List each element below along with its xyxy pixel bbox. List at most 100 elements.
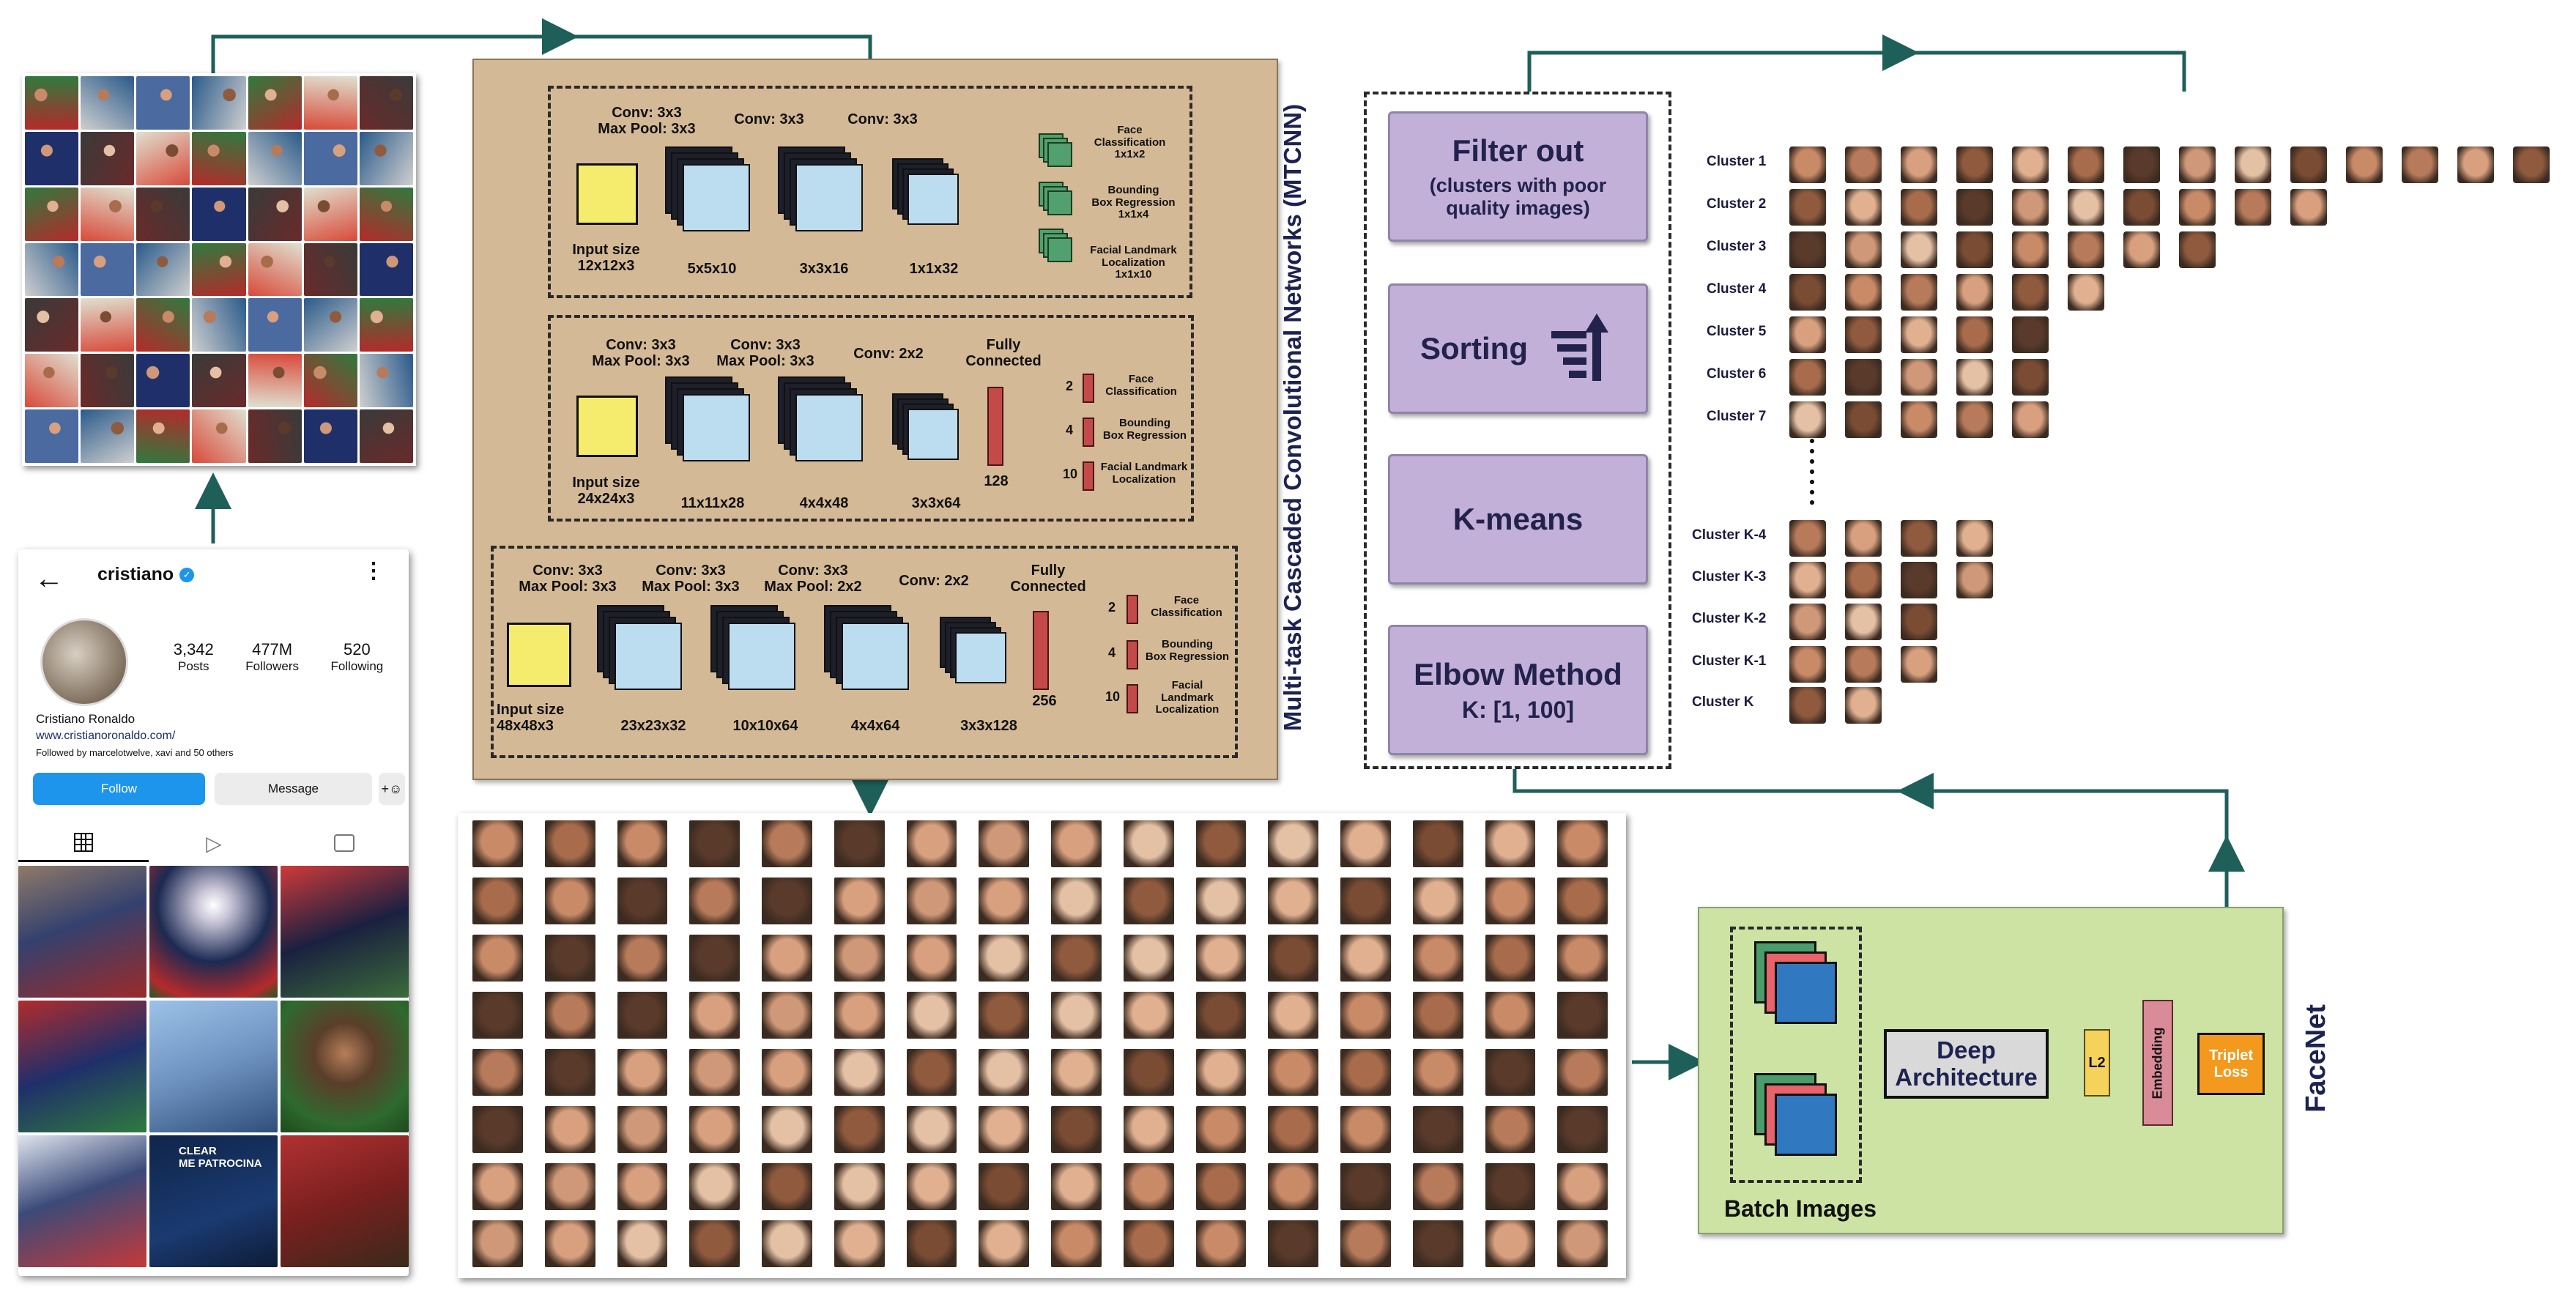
face-crop xyxy=(1051,878,1102,924)
collage-photo xyxy=(81,409,135,463)
cluster-face xyxy=(2068,231,2104,268)
onet-dim-1: 23x23x32 xyxy=(620,718,686,734)
rnet-out-num-1: 2 xyxy=(1065,379,1073,393)
collage-frame xyxy=(22,73,416,466)
tab-grid[interactable] xyxy=(18,824,149,862)
face-crop xyxy=(979,878,1029,924)
pnet-input xyxy=(576,163,638,225)
cluster-face xyxy=(2068,146,2104,183)
rnet-out-label-1: Face Classification xyxy=(1105,373,1177,398)
follow-button[interactable]: Follow xyxy=(33,773,205,805)
step-elbow-method: Elbow Method K: [1, 100] xyxy=(1388,625,1648,755)
collage-photo xyxy=(81,187,135,241)
face-crop xyxy=(762,935,812,982)
onet-top-label-5: Fully Connected xyxy=(1010,563,1086,595)
cluster-face xyxy=(1901,562,1937,598)
cluster-face xyxy=(1901,146,1937,183)
rnet-out-label-3: Facial Landmark Localization xyxy=(1100,461,1188,486)
grid-icon xyxy=(74,832,93,852)
face-crop xyxy=(472,992,523,1039)
tab-reels[interactable]: ▷ xyxy=(206,831,222,855)
clustering-steps-container xyxy=(1364,92,1671,769)
cluster-face xyxy=(1789,274,1826,311)
face-crop xyxy=(1051,1163,1102,1210)
face-crop xyxy=(617,935,668,982)
cluster-face xyxy=(1845,562,1882,598)
face-crop xyxy=(1268,1106,1318,1153)
collage-photo xyxy=(359,354,413,408)
face-crop xyxy=(834,992,885,1039)
collage-photo xyxy=(248,298,302,352)
rnet-top-label-3: Conv: 2x2 xyxy=(853,346,924,362)
face-crop xyxy=(617,1049,668,1096)
face-crop xyxy=(1557,1163,1608,1210)
collage-photo xyxy=(248,409,302,463)
face-crop xyxy=(1485,820,1536,867)
face-crop xyxy=(906,1220,957,1267)
collage-photo xyxy=(81,298,135,352)
face-crop xyxy=(1195,878,1247,924)
message-button[interactable]: Message xyxy=(215,773,372,805)
face-crop xyxy=(1557,935,1608,982)
cluster-face xyxy=(1789,646,1826,683)
face-crop xyxy=(906,820,957,867)
post-thumbnail[interactable] xyxy=(149,866,278,998)
cluster-face xyxy=(2179,146,2216,183)
face-crop xyxy=(1340,935,1391,982)
face-crop xyxy=(472,935,523,982)
cluster-face xyxy=(1845,401,1882,438)
cluster-face xyxy=(2235,189,2271,226)
face-crop xyxy=(834,1220,885,1267)
cluster-face xyxy=(1789,231,1826,268)
add-user-icon[interactable]: +☺ xyxy=(379,773,405,805)
face-crop xyxy=(1557,1106,1608,1153)
post-thumbnail[interactable]: CLEAR ME PATROCINA xyxy=(149,1135,278,1267)
face-crop xyxy=(617,1163,668,1210)
cluster-face xyxy=(1901,274,1937,311)
post-thumbnail[interactable] xyxy=(281,866,409,998)
face-crop xyxy=(617,820,668,867)
face-crop xyxy=(1051,1220,1102,1267)
collage-photo xyxy=(81,76,135,130)
face-crop xyxy=(689,992,740,1039)
face-crop xyxy=(1123,935,1174,982)
post-thumbnail[interactable] xyxy=(281,1001,409,1132)
face-crop xyxy=(762,878,812,924)
post-thumbnail[interactable] xyxy=(18,1001,146,1132)
collage-photo xyxy=(136,354,190,408)
more-options-icon[interactable]: ⋮ xyxy=(363,559,385,583)
triplet-loss-block: Triplet Loss xyxy=(2197,1033,2265,1095)
face-crop xyxy=(1195,820,1247,867)
cluster-face xyxy=(1956,520,1993,557)
face-crop xyxy=(1051,820,1102,867)
collage-photo xyxy=(303,76,357,130)
face-crop xyxy=(1557,1220,1608,1267)
cluster-label: Cluster 6 xyxy=(1707,366,1767,382)
cluster-label: Cluster K-4 xyxy=(1692,527,1767,543)
cluster-label: Cluster K-2 xyxy=(1692,611,1767,626)
profile-link[interactable]: www.cristianoronaldo.com/ xyxy=(36,730,176,742)
post-thumbnail[interactable] xyxy=(281,1135,409,1267)
cluster-label: Cluster K xyxy=(1692,694,1754,710)
face-crop xyxy=(617,878,668,924)
tab-tagged[interactable] xyxy=(279,824,409,862)
face-crop xyxy=(834,1163,885,1210)
avatar[interactable] xyxy=(40,618,128,706)
face-crop xyxy=(762,1220,812,1267)
post-thumbnail[interactable] xyxy=(149,1001,278,1132)
back-arrow-icon[interactable]: ← xyxy=(34,563,64,595)
sort-icon xyxy=(1551,313,1608,381)
face-crop xyxy=(1123,820,1174,867)
pnet-top-label-3: Conv: 3x3 xyxy=(847,111,918,127)
post-thumbnail[interactable] xyxy=(18,866,146,998)
face-crop xyxy=(979,820,1029,867)
face-crop xyxy=(1340,1106,1391,1153)
post-thumbnail[interactable] xyxy=(18,1135,146,1267)
face-crop xyxy=(1268,1049,1318,1096)
face-crop xyxy=(689,878,740,924)
rnet-dim-1: 11x11x28 xyxy=(680,495,745,511)
cluster-face xyxy=(2179,231,2216,268)
